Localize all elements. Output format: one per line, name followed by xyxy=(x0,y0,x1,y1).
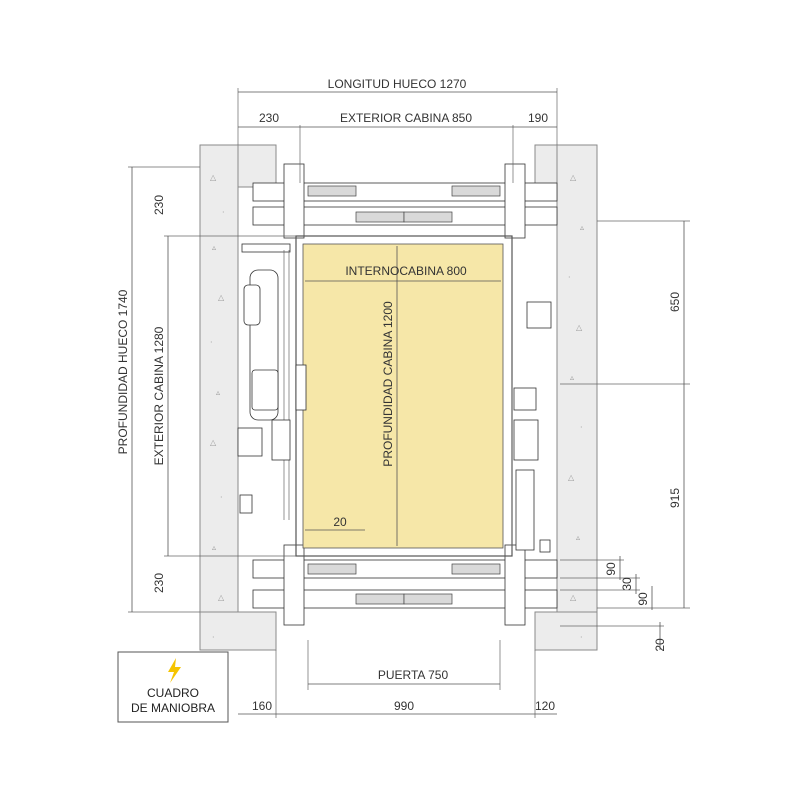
dim-cabin-interior-width: INTERNOCABINA 800 xyxy=(345,264,467,278)
control-panel: CUADRO DE MANIOBRA xyxy=(117,651,229,723)
svg-text:△: △ xyxy=(210,173,217,182)
left-drive-machine xyxy=(237,243,307,520)
bottom-post-right xyxy=(504,544,526,626)
wall-left-bottom xyxy=(199,611,277,651)
svg-text:·: · xyxy=(212,633,215,642)
svg-text:·: · xyxy=(222,208,225,217)
svg-text:▵: ▵ xyxy=(570,373,574,382)
right-guide-assembly xyxy=(511,301,552,553)
svg-text:·: · xyxy=(580,423,583,432)
top-door-panel-4 xyxy=(403,211,453,223)
lightning-bolt-icon xyxy=(168,658,181,683)
svg-text:△: △ xyxy=(570,593,577,602)
top-door-panel-3 xyxy=(355,211,405,223)
bottom-door-panel-1 xyxy=(307,563,357,575)
machine-pulley xyxy=(251,369,279,411)
landing-plate xyxy=(526,301,552,329)
svg-text:△: △ xyxy=(568,473,575,482)
dim-shaft-width: LONGITUD HUECO 1270 xyxy=(328,77,467,91)
right-buffer xyxy=(539,539,551,553)
bottom-landing-doors xyxy=(252,544,558,626)
dimension-lines xyxy=(131,91,685,715)
right-guide-shoe xyxy=(513,387,537,411)
dim-sill-90-top: 90 xyxy=(604,562,618,576)
svg-text:▵: ▵ xyxy=(216,388,220,397)
extension-lines xyxy=(128,88,690,718)
dim-right-lower: 915 xyxy=(668,488,682,508)
dim-bottom-clearance-left: 230 xyxy=(152,573,166,593)
svg-text:·: · xyxy=(568,273,571,282)
svg-text:▵: ▵ xyxy=(212,543,216,552)
bottom-door-panel-4 xyxy=(403,593,453,605)
dim-left-clearance-top: 230 xyxy=(259,111,279,125)
svg-text:▵: ▵ xyxy=(576,533,580,542)
dim-right-clearance-top: 190 xyxy=(528,111,548,125)
svg-text:△: △ xyxy=(218,293,225,302)
machine-brake xyxy=(271,419,291,461)
machine-bracket-top xyxy=(241,243,291,253)
bottom-door-panel-3 xyxy=(355,593,405,605)
cabin xyxy=(295,235,513,557)
machine-device xyxy=(239,494,253,514)
dim-cabin-exterior-depth: EXTERIOR CABINA 1280 xyxy=(152,326,166,465)
wall-left xyxy=(199,144,239,651)
top-door-panel-1 xyxy=(307,185,357,197)
dim-sill-30: 30 xyxy=(620,577,634,591)
machine-door-operator xyxy=(295,364,307,411)
svg-text:·: · xyxy=(580,633,583,642)
wall-right xyxy=(556,144,598,651)
dim-bottom-left: 160 xyxy=(252,699,272,713)
wall-right-bottom xyxy=(534,611,598,651)
right-safety-gear xyxy=(513,419,539,461)
svg-text:▵: ▵ xyxy=(212,243,216,252)
dim-bottom-right: 120 xyxy=(535,699,555,713)
svg-text:△: △ xyxy=(570,173,577,182)
svg-text:△: △ xyxy=(210,438,217,447)
machine-motor xyxy=(243,284,261,326)
dim-shaft-depth: PROFUNDIDAD HUECO 1740 xyxy=(116,289,130,454)
cabin-interior xyxy=(302,243,504,549)
top-door-panel-2 xyxy=(451,185,501,197)
top-post-left xyxy=(283,163,305,239)
dim-door-width: PUERTA 750 xyxy=(378,668,449,682)
dim-cabin-gap: 20 xyxy=(333,515,347,529)
dimension-labels: LONGITUD HUECO 1270 230 EXTERIOR CABINA … xyxy=(116,77,682,713)
svg-text:△: △ xyxy=(218,593,225,602)
svg-text:▵: ▵ xyxy=(580,223,584,232)
dim-top-clearance-left: 230 xyxy=(152,195,166,215)
control-panel-line2: DE MANIOBRA xyxy=(131,701,215,715)
dim-right-upper: 650 xyxy=(668,292,682,312)
dim-sill-90-bottom: 90 xyxy=(636,592,650,606)
svg-text:△: △ xyxy=(576,323,583,332)
svg-text:·: · xyxy=(220,493,223,502)
control-panel-line1: CUADRO xyxy=(147,686,199,700)
shaft-walls: △ · ▵ △ · ▵ △ · ▵ △ · △ ▵ · △ ▵ · △ ▵ △ … xyxy=(199,144,598,651)
concrete-texture: △ · ▵ △ · ▵ △ · ▵ △ · △ ▵ · △ ▵ · △ ▵ △ … xyxy=(210,173,584,642)
bottom-door-panel-2 xyxy=(451,563,501,575)
dim-sill-20: 20 xyxy=(653,638,667,652)
dim-cabin-interior-depth: PROFUNDIDAD CABINA 1200 xyxy=(381,301,395,467)
top-post-right xyxy=(504,163,526,239)
right-roller xyxy=(515,469,535,551)
svg-text:·: · xyxy=(210,338,213,347)
top-landing-doors xyxy=(252,163,558,239)
bottom-post-left xyxy=(283,544,305,626)
dim-cabin-exterior-width: EXTERIOR CABINA 850 xyxy=(340,111,472,125)
dim-bottom-center: 990 xyxy=(394,699,414,713)
machine-governor xyxy=(237,427,263,457)
